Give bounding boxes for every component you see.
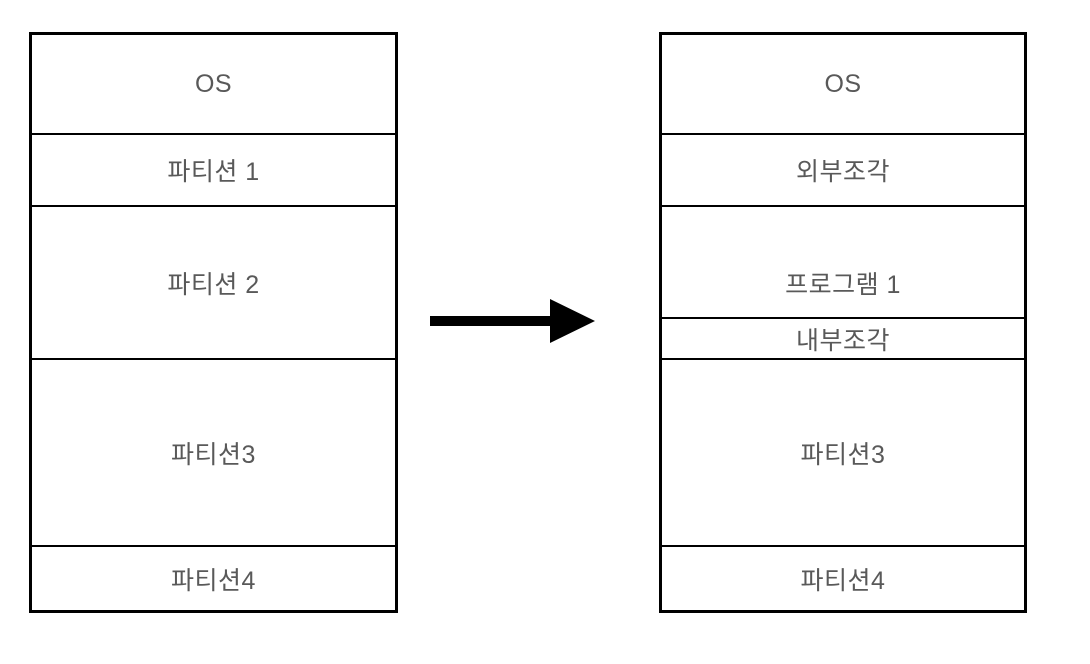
memory-map-before: OS 파티션 1 파티션 2 파티션3 파티션4 bbox=[29, 32, 398, 613]
before-row-partition-4-label: 파티션4 bbox=[171, 566, 256, 595]
after-row-os: OS bbox=[662, 35, 1024, 135]
before-row-partition-2: 파티션 2 bbox=[32, 207, 395, 360]
before-row-os-label: OS bbox=[194, 69, 233, 98]
before-row-partition-1-label: 파티션 1 bbox=[167, 158, 260, 186]
after-row-program-1: 프로그램 1 bbox=[662, 207, 1024, 319]
after-row-partition-3: 파티션3 bbox=[662, 360, 1024, 547]
after-row-partition-4: 파티션4 bbox=[662, 547, 1024, 610]
after-row-partition-4-label: 파티션4 bbox=[800, 566, 886, 595]
after-row-partition-3-label: 파티션3 bbox=[800, 440, 886, 469]
before-row-partition-2-label: 파티션 2 bbox=[167, 270, 260, 299]
arrow-right-icon bbox=[430, 299, 595, 343]
after-row-internal-fragment: 내부조각 bbox=[662, 319, 1024, 360]
after-row-internal-fragment-label: 내부조각 bbox=[795, 326, 890, 355]
before-row-partition-1: 파티션 1 bbox=[32, 135, 395, 207]
before-row-partition-3: 파티션3 bbox=[32, 360, 395, 547]
before-row-partition-4: 파티션4 bbox=[32, 547, 395, 610]
memory-map-after: OS 외부조각 프로그램 1 내부조각 파티션3 파티션4 bbox=[659, 32, 1027, 613]
after-row-external-fragment: 외부조각 bbox=[662, 135, 1024, 207]
after-row-os-label: OS bbox=[824, 69, 862, 98]
before-row-partition-3-label: 파티션3 bbox=[171, 440, 256, 469]
after-row-program-1-label: 프로그램 1 bbox=[785, 271, 901, 299]
before-row-os: OS bbox=[32, 35, 395, 135]
after-row-external-fragment-label: 외부조각 bbox=[795, 158, 890, 186]
